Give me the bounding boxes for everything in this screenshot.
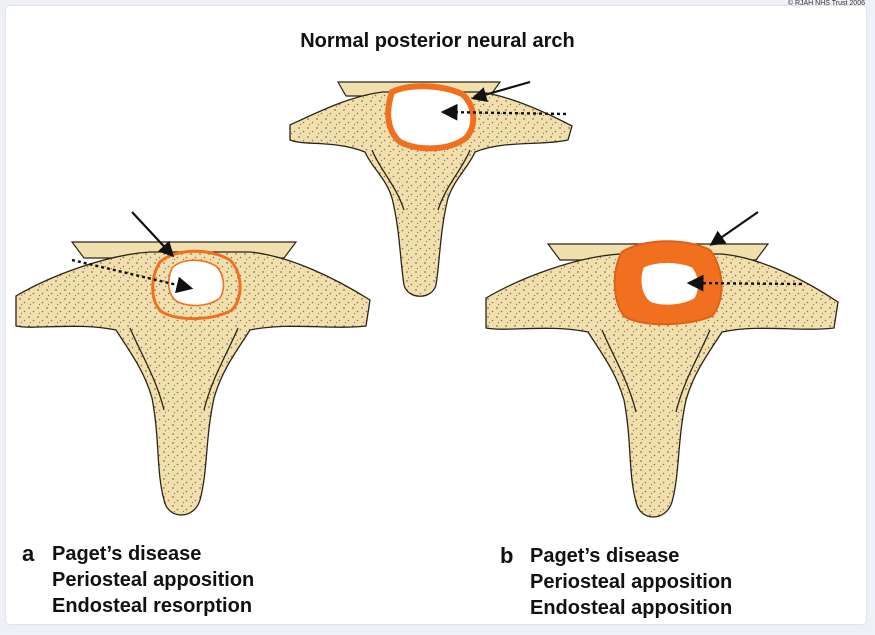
vertebra-a — [15, 211, 371, 516]
caption-b-line-3: Endosteal apposition — [530, 597, 733, 619]
copyright-notice: © RJAH NHS Trust 2006 — [787, 0, 865, 7]
caption-a-line-2: Periosteal apposition — [52, 569, 255, 591]
caption-b-line-1: Paget’s disease — [530, 545, 680, 567]
caption-a-letter: a — [22, 541, 35, 566]
caption-b-line-2: Periosteal apposition — [530, 571, 733, 593]
figure-title: Normal posterior neural arch — [300, 30, 575, 52]
caption-b-letter: b — [500, 543, 514, 568]
caption-a-line-1: Paget’s disease — [52, 543, 202, 565]
vertebra-b — [485, 211, 839, 518]
normal-vertebra — [289, 80, 573, 297]
caption-a-line-3: Endosteal resorption — [52, 595, 253, 617]
